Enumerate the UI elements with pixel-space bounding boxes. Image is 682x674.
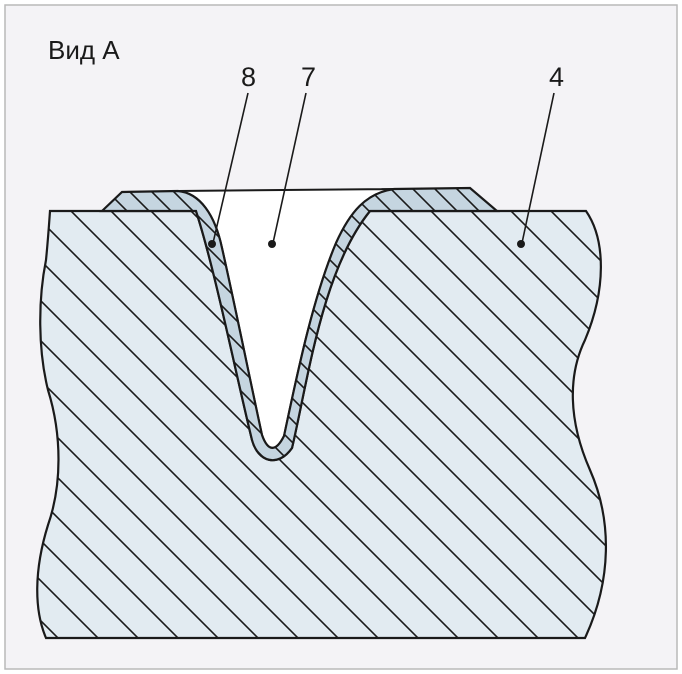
leader-line-7 — [272, 92, 307, 244]
hatch-line — [139, 211, 606, 638]
view-title: Вид А — [48, 35, 120, 65]
hatch-line — [37, 211, 521, 638]
callout-4: 4 — [517, 62, 564, 248]
hatch-line — [179, 211, 606, 638]
hatch-line — [37, 211, 161, 638]
hatch-line — [37, 211, 441, 638]
hatch-line — [219, 211, 606, 638]
callout-label-8: 8 — [241, 62, 256, 92]
hatch-line — [59, 211, 606, 638]
callout-8: 8 — [208, 62, 256, 248]
coating-hatch-line — [102, 188, 497, 461]
hatch-line — [37, 211, 561, 638]
hatch-line — [37, 211, 401, 638]
leader-line-8 — [212, 92, 249, 244]
hatch-line — [99, 211, 606, 638]
hatch-line — [37, 211, 361, 638]
hatch-line — [37, 211, 281, 638]
leader-dot-8 — [208, 240, 216, 248]
leader-dot-7 — [268, 240, 276, 248]
hatch-line — [37, 211, 201, 638]
callout-label-7: 7 — [301, 62, 316, 92]
hatch-line — [37, 211, 481, 638]
hatch-line — [37, 211, 321, 638]
leader-line-4 — [521, 92, 555, 244]
callout-7: 7 — [268, 62, 316, 248]
leader-dot-4 — [517, 240, 525, 248]
hatch-line — [37, 211, 241, 638]
callout-label-4: 4 — [549, 62, 564, 92]
